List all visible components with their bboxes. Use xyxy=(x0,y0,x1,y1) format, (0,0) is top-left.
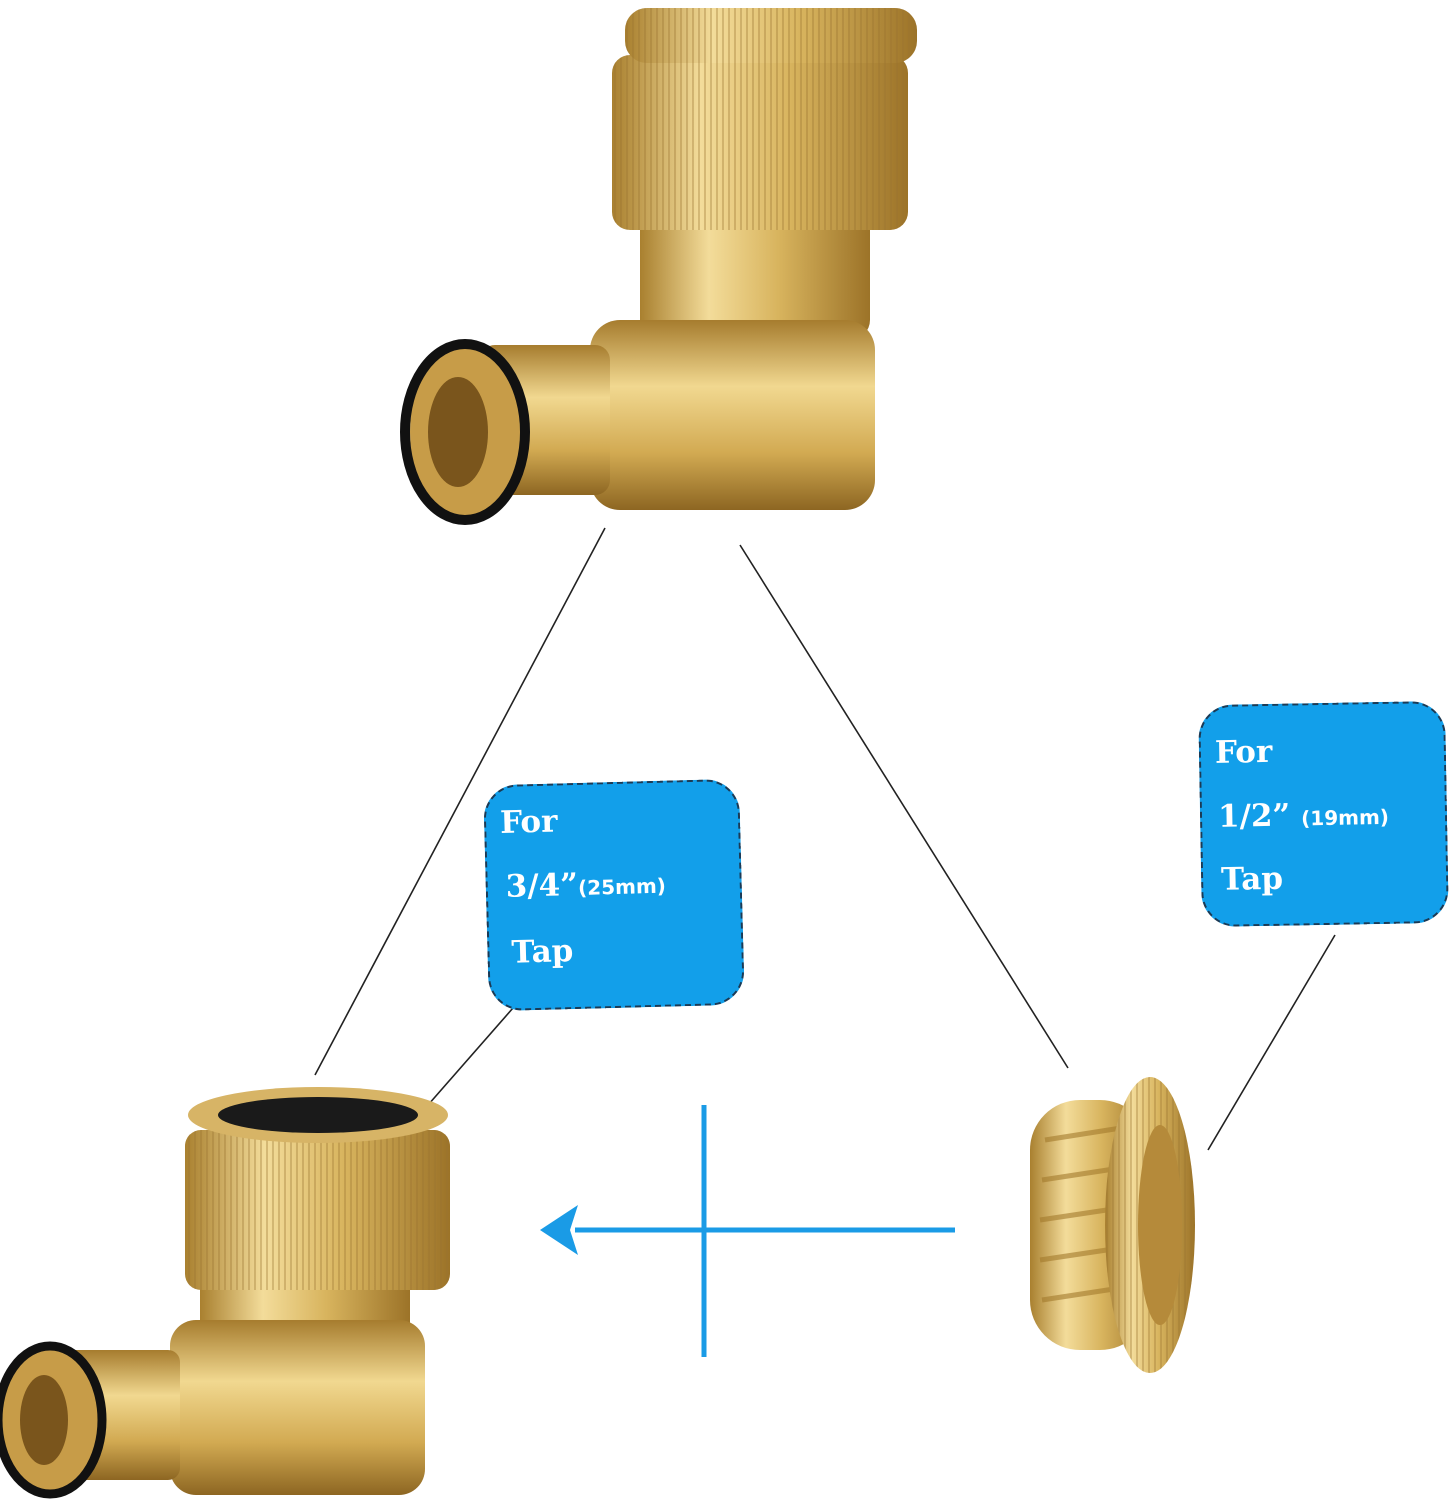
arrow-left-icon xyxy=(540,1205,955,1255)
brass-elbow-connector-icon xyxy=(400,8,917,525)
connector-lines xyxy=(314,527,1336,1151)
callout-small-line1: For xyxy=(1214,733,1273,771)
callout-large-line3: Tap xyxy=(511,933,574,971)
callout-large-tap: For 3/4”(25mm) Tap xyxy=(483,778,745,1012)
callout-small-metric: (19mm) xyxy=(1300,804,1390,831)
callout-small-tap: For 1/2” (19mm) Tap xyxy=(1198,700,1449,928)
callout-small-size: 1/2” xyxy=(1217,797,1291,835)
brass-tap-connector-assembled-icon xyxy=(0,1087,450,1499)
callout-small-line3: Tap xyxy=(1220,860,1284,898)
callout-large-size-line: 3/4”(25mm) xyxy=(505,865,666,905)
callout-large-line1: For xyxy=(499,803,558,841)
brass-reducer-adapter-icon xyxy=(1030,1077,1195,1373)
callout-large-size: 3/4” xyxy=(505,866,579,905)
line-callout-large xyxy=(427,1007,514,1106)
line-callout-small xyxy=(1207,934,1336,1151)
line-top-to-adapter xyxy=(739,544,1069,1069)
callout-small-size-line: 1/2” (19mm) xyxy=(1218,796,1389,835)
line-top-to-assembled xyxy=(314,527,606,1076)
callout-large-metric: (25mm) xyxy=(577,873,667,900)
